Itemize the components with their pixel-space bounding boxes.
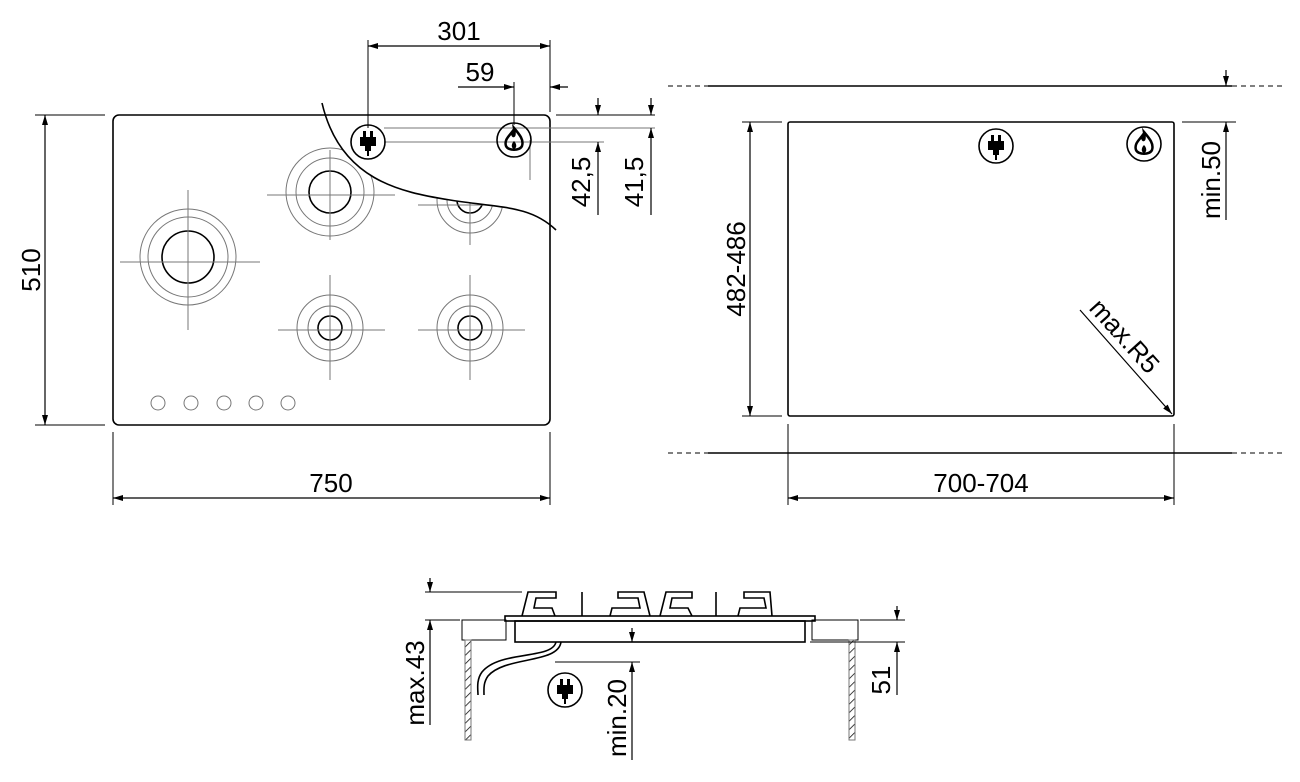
plug-icon — [547, 672, 583, 708]
dim-gas-offset: 59 — [466, 57, 495, 87]
dim-max-height: max.43 — [400, 640, 430, 725]
dim-plug-offset: 301 — [437, 16, 480, 46]
cutaway-curve — [321, 102, 557, 231]
dim-depth: 510 — [16, 248, 46, 291]
dim-width: 750 — [309, 468, 352, 498]
side-view: max.43 min.20 51 — [400, 578, 905, 760]
flame-icon — [1125, 125, 1163, 163]
hob-top-view: 301 59 42,5 41,5 510 750 — [16, 16, 655, 505]
dim-cutout-thickness: 51 — [866, 666, 896, 695]
dim-radius: max.R5 — [1084, 293, 1166, 380]
grates — [521, 591, 773, 617]
dim-gas-depth: 41,5 — [619, 157, 649, 208]
dim-plug-depth: 42,5 — [566, 157, 596, 208]
burners — [120, 147, 525, 380]
dim-min-clearance: min.20 — [602, 679, 632, 757]
cutout-view: 482-486 700-704 min.50 max.R5 — [668, 70, 1282, 505]
dim-cutout-depth: 482-486 — [721, 221, 751, 316]
flame-icon — [495, 121, 533, 159]
control-knobs — [150, 395, 296, 411]
plug-icon — [978, 128, 1014, 164]
plug-icon — [350, 124, 386, 160]
dim-min-back: min.50 — [1196, 141, 1226, 219]
dim-cutout-width: 700-704 — [933, 468, 1028, 498]
